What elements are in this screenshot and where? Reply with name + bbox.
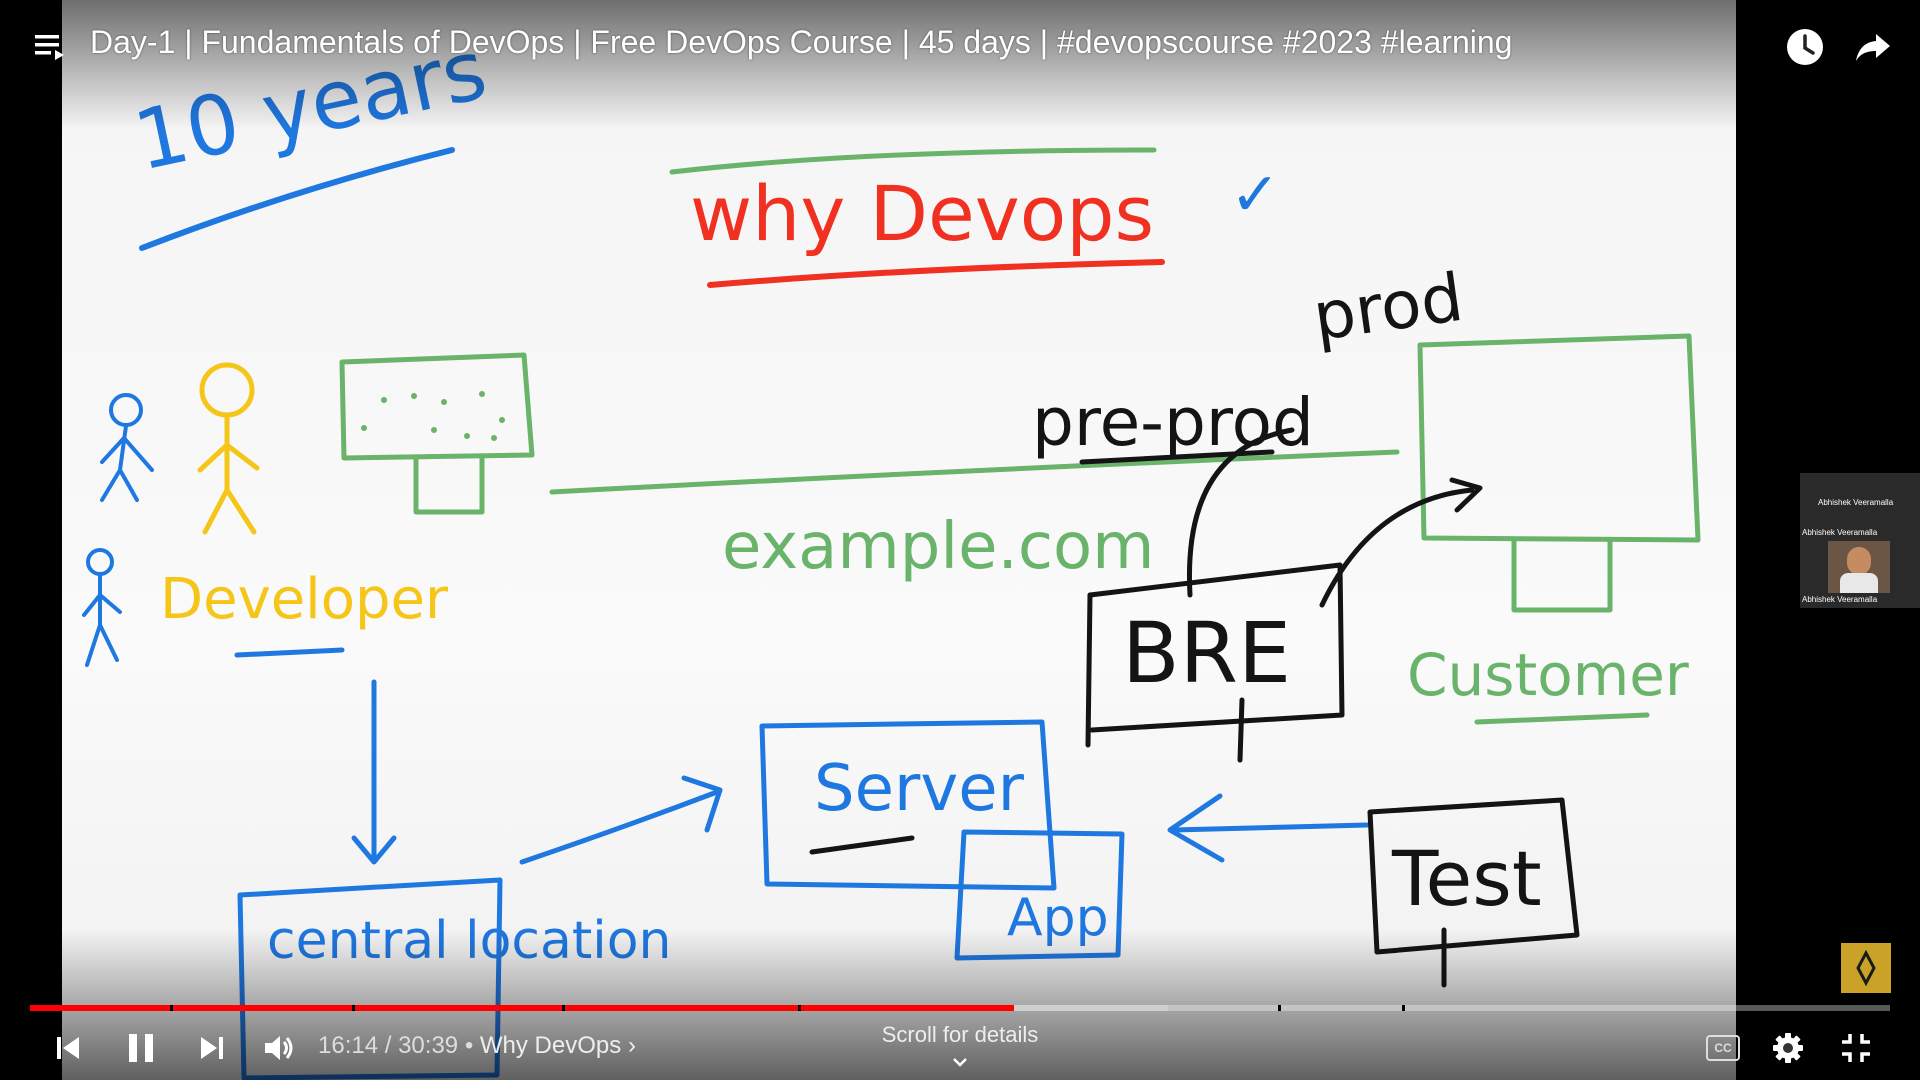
progress-played bbox=[30, 1005, 1014, 1011]
text-example-com: example.com bbox=[722, 510, 1155, 584]
exit-fullscreen-icon[interactable] bbox=[1836, 1028, 1876, 1068]
current-time: 16:14 bbox=[318, 1032, 379, 1059]
check-mark: ✓ bbox=[1230, 160, 1280, 230]
box-bre bbox=[1087, 562, 1345, 733]
presenter-name-bottom: Abhishek Veeramalla bbox=[1802, 595, 1878, 604]
dot-separator: • bbox=[464, 1032, 474, 1059]
line-example-com bbox=[549, 449, 1400, 495]
text-central-location: central location bbox=[267, 911, 671, 971]
presenter-name-top: Abhishek Veeramalla bbox=[1818, 498, 1894, 507]
pause-icon[interactable] bbox=[120, 1028, 162, 1068]
chapter-marker bbox=[1278, 1005, 1281, 1011]
presenter-video-thumbnail: Abhishek Veeramalla Abhishek Veeramalla … bbox=[1800, 473, 1920, 608]
scroll-hint-label: Scroll for details bbox=[881, 1022, 1039, 1047]
monitor-developer bbox=[339, 352, 535, 461]
text-prod: prod bbox=[1309, 259, 1468, 356]
time-display: 16:14 / 30:39 • Why DevOps › bbox=[318, 1032, 636, 1060]
video-frame-whiteboard: 10 years why Devops ✓ bbox=[62, 0, 1736, 1080]
presenter-avatar bbox=[1828, 541, 1890, 593]
chevron-down-icon bbox=[953, 1058, 967, 1067]
text-pre-prod: pre-prod bbox=[1032, 384, 1314, 461]
text-server: Server bbox=[814, 752, 1025, 826]
chapter-title-link[interactable]: Why DevOps › bbox=[480, 1032, 636, 1059]
presenter-name-mid: Abhishek Veeramalla bbox=[1802, 528, 1878, 537]
cc-icon[interactable]: CC bbox=[1703, 1030, 1743, 1066]
text-test: Test bbox=[1391, 834, 1542, 923]
chapter-marker bbox=[798, 1005, 801, 1011]
video-title[interactable]: Day-1 | Fundamentals of DevOps | Free De… bbox=[90, 24, 1513, 60]
arrow-central-to-server bbox=[519, 775, 723, 865]
scroll-for-details[interactable]: Scroll for details bbox=[860, 1022, 1060, 1074]
share-icon[interactable] bbox=[1850, 24, 1896, 70]
arrow-test-to-app bbox=[1167, 793, 1370, 863]
skip-previous-icon[interactable] bbox=[48, 1030, 88, 1066]
underline-ten-years bbox=[139, 147, 455, 251]
duration: 30:39 bbox=[398, 1032, 459, 1059]
clock-icon[interactable] bbox=[1782, 24, 1828, 70]
chapter-marker bbox=[170, 1005, 173, 1011]
skip-next-icon[interactable] bbox=[192, 1030, 232, 1066]
whiteboard-drawing: 10 years why Devops ✓ bbox=[82, 23, 1701, 1080]
text-why-devops: why Devops bbox=[690, 169, 1154, 258]
diamond-badge-icon[interactable] bbox=[1841, 943, 1891, 993]
monitor-customer bbox=[1417, 333, 1701, 543]
box-server bbox=[759, 719, 1057, 891]
overline-why-devops bbox=[669, 147, 1157, 175]
chapter-marker bbox=[1402, 1005, 1405, 1011]
text-bre: BRE bbox=[1122, 604, 1291, 702]
underline-why-devops bbox=[707, 259, 1165, 288]
arrow-bre-to-customer bbox=[1319, 477, 1483, 608]
chapter-marker bbox=[352, 1005, 355, 1011]
volume-icon[interactable] bbox=[258, 1028, 300, 1068]
text-customer: Customer bbox=[1407, 641, 1689, 709]
chevron-right-icon: › bbox=[627, 1032, 636, 1059]
time-separator: / bbox=[384, 1032, 392, 1059]
gear-icon[interactable] bbox=[1768, 1028, 1808, 1068]
progress-bar[interactable] bbox=[30, 1005, 1890, 1011]
chapter-title: Why DevOps bbox=[479, 1032, 622, 1059]
cc-label: CC bbox=[1706, 1035, 1740, 1061]
text-app: App bbox=[1007, 888, 1109, 948]
arrow-developer-to-central bbox=[351, 679, 397, 865]
text-developer: Developer bbox=[160, 567, 449, 632]
chapter-marker bbox=[562, 1005, 565, 1011]
playlist-menu-icon[interactable] bbox=[30, 26, 70, 66]
stick-figures-developers bbox=[82, 362, 260, 667]
